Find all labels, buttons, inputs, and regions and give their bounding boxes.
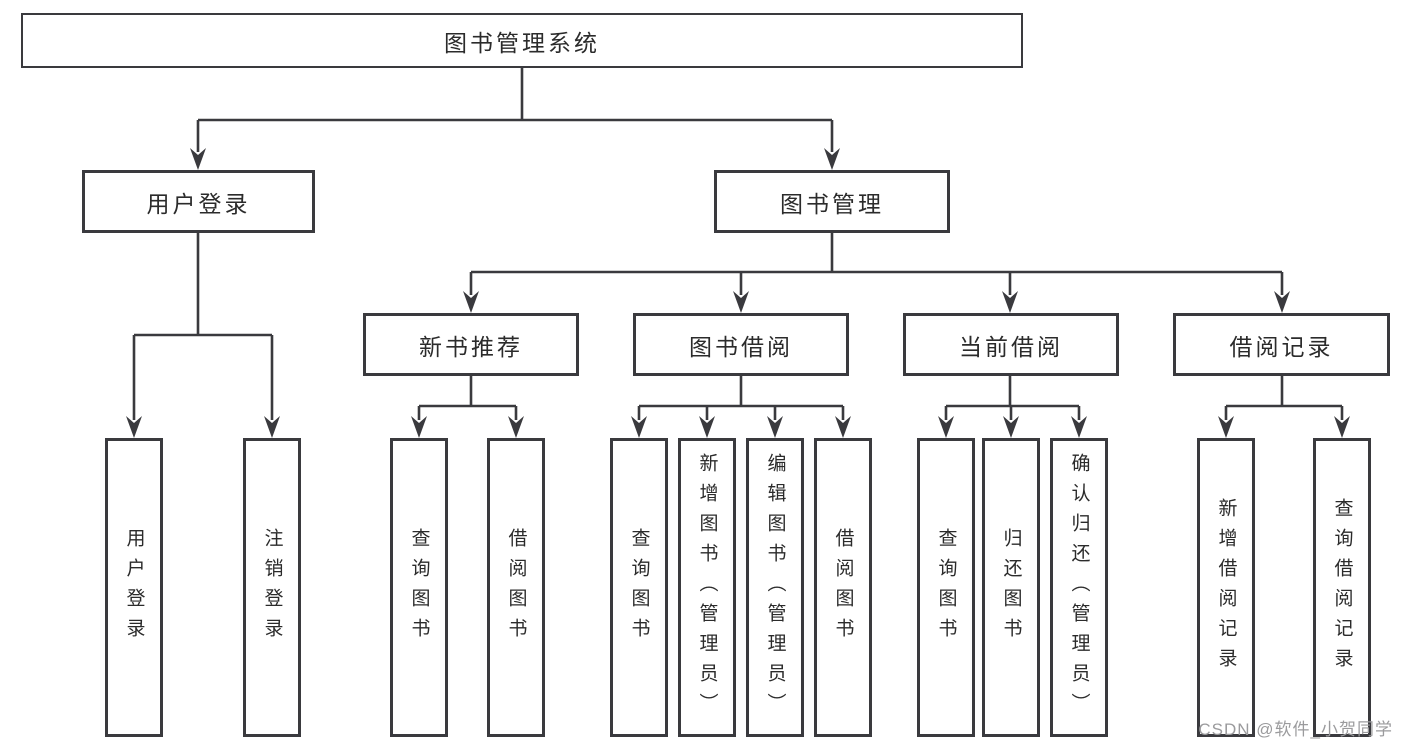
node-user-login: 用户登录 <box>82 170 315 233</box>
arrowheads <box>126 148 1350 438</box>
leaf-add-books-admin: 新增图书（管理员） <box>678 438 736 737</box>
leaf-rec-borrow-books-label: 借阅图书 <box>505 527 527 648</box>
leaf-edit-books-admin-label: 编辑图书（管理员） <box>764 452 786 723</box>
node-book-management: 图书管理 <box>714 170 950 233</box>
leaf-rec-query-books: 查询图书 <box>390 438 448 737</box>
leaf-rec-borrow-books: 借阅图书 <box>487 438 545 737</box>
leaf-logout-label: 注销登录 <box>261 527 283 648</box>
node-current-borrowing-label: 当前借阅 <box>959 333 1063 360</box>
leaf-confirm-return-admin: 确认归还（管理员） <box>1050 438 1108 737</box>
leaf-add-borrow-record: 新增借阅记录 <box>1197 438 1255 737</box>
node-book-borrowing: 图书借阅 <box>633 313 849 376</box>
node-book-borrowing-label: 图书借阅 <box>689 333 793 360</box>
node-current-borrowing: 当前借阅 <box>903 313 1119 376</box>
leaf-borrow-query-books: 查询图书 <box>610 438 668 737</box>
leaf-borrow-books: 借阅图书 <box>814 438 872 737</box>
leaf-return-books: 归还图书 <box>982 438 1040 737</box>
leaf-borrow-query-books-label: 查询图书 <box>628 527 650 648</box>
leaf-cur-query-books-label: 查询图书 <box>935 527 957 648</box>
node-book-management-label: 图书管理 <box>780 190 884 217</box>
csdn-watermark: CSDN @软件_小贺同学 <box>1198 720 1393 739</box>
node-system-label: 图书管理系统 <box>444 29 600 56</box>
node-borrowing-records-label: 借阅记录 <box>1229 333 1334 360</box>
leaf-confirm-return-admin-label: 确认归还（管理员） <box>1068 452 1090 723</box>
node-borrowing-records: 借阅记录 <box>1173 313 1390 376</box>
leaf-add-books-admin-label: 新增图书（管理员） <box>696 452 718 723</box>
leaf-return-books-label: 归还图书 <box>1000 527 1022 648</box>
leaf-borrow-books-label: 借阅图书 <box>832 527 854 648</box>
leaf-query-borrow-record-label: 查询借阅记录 <box>1331 497 1353 678</box>
leaf-add-borrow-record-label: 新增借阅记录 <box>1215 497 1237 678</box>
node-system: 图书管理系统 <box>21 13 1023 68</box>
leaf-query-borrow-record: 查询借阅记录 <box>1313 438 1371 737</box>
leaf-edit-books-admin: 编辑图书（管理员） <box>746 438 804 737</box>
leaf-logout: 注销登录 <box>243 438 301 737</box>
leaf-user-login: 用户登录 <box>105 438 163 737</box>
leaf-rec-query-books-label: 查询图书 <box>408 527 430 648</box>
leaf-cur-query-books: 查询图书 <box>917 438 975 737</box>
node-new-book-recommend: 新书推荐 <box>363 313 579 376</box>
leaf-user-login-label: 用户登录 <box>123 527 145 648</box>
node-new-book-recommend-label: 新书推荐 <box>419 333 523 360</box>
node-user-login-label: 用户登录 <box>146 190 251 217</box>
